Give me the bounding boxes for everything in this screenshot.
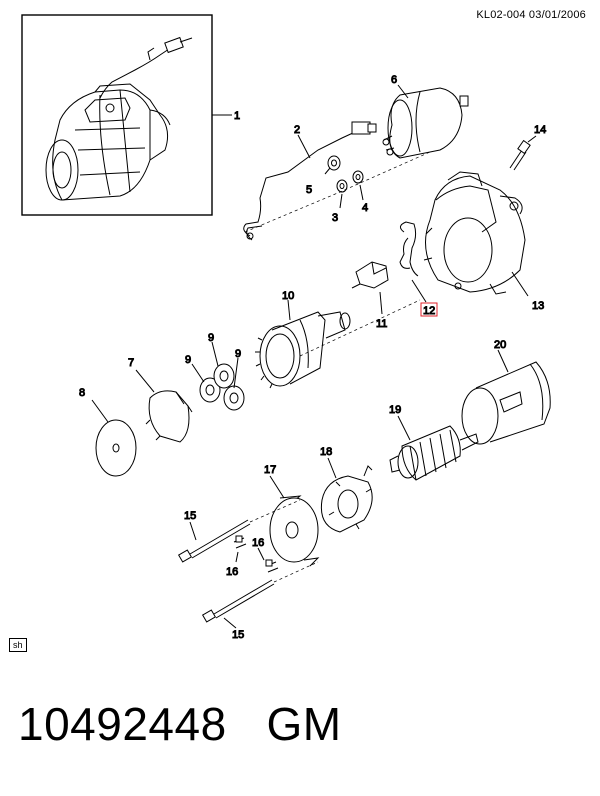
callout-19: 19 — [389, 404, 401, 416]
leaders-9 — [191, 341, 239, 389]
leader-14 — [527, 135, 537, 143]
callout-16b: 16 — [252, 537, 264, 549]
callout-4: 4 — [362, 202, 368, 214]
callout-12-highlight — [420, 302, 438, 317]
callout-6: 6 — [391, 74, 397, 86]
assembly-line-cable — [244, 151, 431, 233]
leader-10 — [287, 299, 291, 321]
callout-15a: 15 — [184, 510, 196, 522]
callout-15b: 15 — [232, 629, 244, 641]
sh-badge: sh — [9, 638, 27, 652]
part-14-bolt — [509, 139, 531, 171]
part-number-title: 10492448 GM — [18, 694, 342, 754]
callout-3: 3 — [332, 212, 338, 224]
leader-17 — [269, 475, 285, 499]
callout-5: 5 — [306, 184, 312, 196]
callout-9b: 9 — [185, 354, 191, 366]
part-11-plunger — [351, 261, 389, 289]
part-7-carrier — [145, 390, 193, 443]
assembly-lines-bolts — [249, 499, 319, 583]
leader-18 — [327, 457, 337, 479]
part-13-drive-housing — [423, 171, 526, 295]
leaders-15 — [189, 521, 237, 629]
callout-10: 10 — [282, 290, 294, 302]
callout-2: 2 — [294, 124, 300, 136]
part-9-planet-gears — [199, 363, 245, 411]
leaders-16 — [235, 547, 265, 563]
callout-20: 20 — [494, 339, 506, 351]
leader-13 — [511, 271, 529, 297]
assembled-starter-inset — [21, 14, 213, 216]
part-19-armature — [389, 425, 479, 481]
leader-8 — [91, 399, 109, 423]
leader-7 — [135, 369, 155, 393]
part-5-nut — [327, 155, 341, 171]
part-10-drive-gear — [255, 311, 351, 389]
part-number: 10492448 — [18, 698, 227, 750]
leaders-3-4-5 — [324, 167, 364, 209]
leader-20 — [497, 349, 509, 373]
callout-7: 7 — [128, 357, 134, 369]
callout-1: 1 — [234, 110, 240, 122]
leader-6 — [397, 84, 409, 99]
leader-12 — [411, 279, 427, 303]
part-17-end-cap — [269, 495, 320, 567]
part-8-washer — [95, 419, 137, 477]
part-2-cable — [243, 121, 377, 241]
callout-17: 17 — [264, 464, 276, 476]
part-12-shift-lever — [399, 221, 419, 277]
part-20-field-frame — [461, 361, 551, 445]
part-18-brush-holder — [320, 465, 373, 533]
part-6-solenoid — [382, 87, 469, 159]
part-15-through-bolt-lower — [201, 579, 275, 623]
part-3-nut — [336, 179, 348, 193]
leader-19 — [397, 415, 411, 441]
diagram-reference-code: KL02-004 03/01/2006 — [476, 9, 586, 21]
part-16-screws — [233, 535, 279, 573]
callout-9a: 9 — [208, 332, 214, 344]
callout-13: 13 — [532, 300, 544, 312]
callout-16a: 16 — [226, 566, 238, 578]
part-15-through-bolt-upper — [177, 519, 251, 563]
part-4-washer — [352, 170, 364, 184]
assembly-line-drive — [299, 299, 421, 357]
callout-18: 18 — [320, 446, 332, 458]
callout-14: 14 — [534, 124, 546, 136]
brand-name: GM — [266, 698, 342, 750]
leader-2 — [297, 134, 311, 159]
callout-8: 8 — [79, 387, 85, 399]
callout-9c: 9 — [235, 348, 241, 360]
callout-11: 11 — [376, 318, 387, 330]
leader-11 — [379, 291, 383, 315]
callout-12: 12 — [423, 305, 435, 317]
